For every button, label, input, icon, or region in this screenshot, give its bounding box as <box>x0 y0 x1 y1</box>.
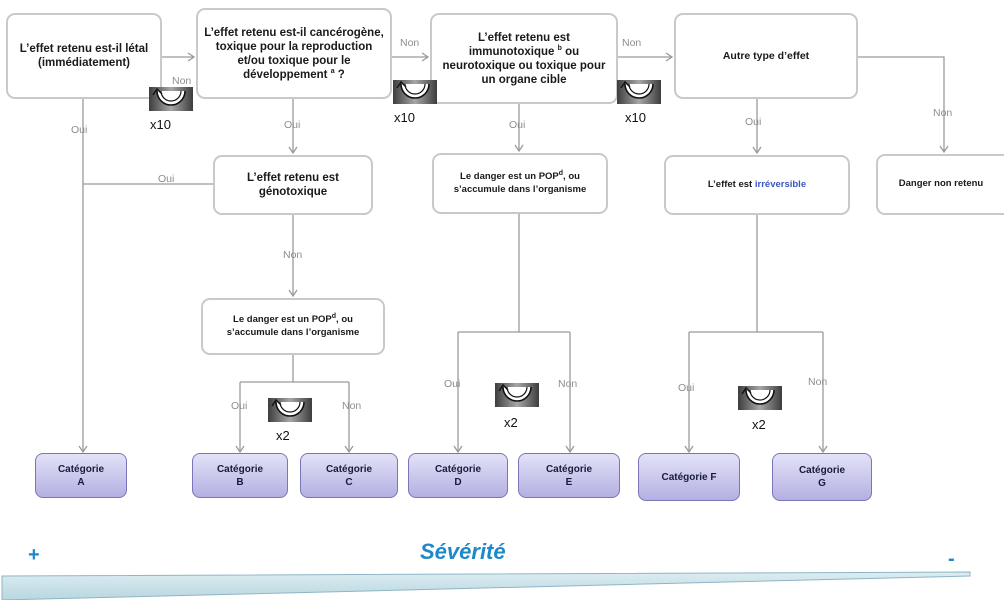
edge-label-oui-5: Oui <box>745 116 762 128</box>
category-d-letter: D <box>454 476 462 488</box>
severity-plus: + <box>28 544 40 566</box>
category-b-label: Catégorie <box>216 463 264 475</box>
category-a-letter: A <box>77 476 85 488</box>
edge-label-non-3: Non <box>622 37 642 49</box>
category-f: Catégorie F <box>638 453 740 501</box>
category-b: Catégorie B <box>192 453 288 498</box>
category-g: Catégorie G <box>772 453 872 501</box>
edge-label-oui-4: Oui <box>509 119 526 131</box>
other-effect-box: Autre type d’effet <box>674 13 858 99</box>
category-c: Catégorie C <box>300 453 398 498</box>
danger-not-retained-box: Danger non retenu <box>876 154 1004 215</box>
cycle-arrow-icon <box>617 80 661 104</box>
category-d: Catégorie D <box>408 453 508 498</box>
edge-label-oui-7: Oui <box>444 378 461 390</box>
edge-label-non-6: Non <box>342 400 362 412</box>
edge-label-oui-2: Oui <box>284 119 301 131</box>
question-cmr-box: L’effet retenu est-il cancérogène, toxiq… <box>196 8 392 99</box>
question-cmr-text: L’effet retenu est-il cancérogène, toxiq… <box>204 26 384 81</box>
category-c-label: Catégorie <box>325 463 373 475</box>
question-lethal-box: L’effet retenu est-il létal (immédiateme… <box>6 13 162 99</box>
cycle-arrow-icon <box>738 386 782 410</box>
other-effect-text: Autre type d’effet <box>722 50 810 62</box>
edge-label-oui-8: Oui <box>678 382 695 394</box>
edge-label-oui-1: Oui <box>71 124 88 136</box>
edge-label-oui-6: Oui <box>231 400 248 412</box>
question-lethal-text: L’effet retenu est-il létal (immédiateme… <box>19 43 149 69</box>
severity-minus: - <box>948 548 955 570</box>
category-f-label: Catégorie F <box>661 471 717 483</box>
question-pop-box-1: Le danger est un POPd, ou s’accumule dan… <box>201 298 385 355</box>
category-g-letter: G <box>818 478 826 489</box>
severity-wedge <box>1 571 971 600</box>
multiplier-x2-2: x2 <box>504 415 518 430</box>
edge-label-oui-3: Oui <box>158 173 175 185</box>
cycle-arrow-icon <box>149 87 193 111</box>
cycle-arrow-icon <box>495 383 539 407</box>
multiplier-x10-1: x10 <box>150 117 171 132</box>
question-immunotoxic-text: L’effet retenu est immunotoxique b ou ne… <box>442 31 606 86</box>
cycle-arrow-icon <box>393 80 437 104</box>
edge-label-non-2: Non <box>400 37 420 49</box>
severity-title: Sévérité <box>420 539 506 564</box>
multiplier-x2-1: x2 <box>276 428 290 443</box>
category-a-label: Catégorie <box>57 463 105 475</box>
multiplier-x2-3: x2 <box>752 417 766 432</box>
category-c-letter: C <box>345 476 353 488</box>
multiplier-x10-2: x10 <box>394 110 415 125</box>
question-pop-text-2: Le danger est un POPd, ou s’accumule dan… <box>453 169 587 195</box>
question-irreversible-text: L’effet est irréversible <box>707 178 807 190</box>
question-immunotoxic-box: L’effet retenu est immunotoxique b ou ne… <box>430 13 618 104</box>
category-d-label: Catégorie <box>434 463 482 475</box>
question-irreversible-box: L’effet est irréversible <box>664 155 850 215</box>
category-g-label: Catégorie <box>798 465 846 476</box>
edge-label-non-5: Non <box>283 249 303 261</box>
question-genotoxic-box: L’effet retenu est génotoxique <box>213 155 373 215</box>
cycle-arrow-icon <box>268 398 312 422</box>
category-e: Catégorie E <box>518 453 620 498</box>
edge-label-non-7: Non <box>558 378 578 390</box>
edge-label-non-4: Non <box>933 107 953 119</box>
category-a: Catégorie A <box>35 453 127 498</box>
category-e-letter: E <box>565 476 573 488</box>
danger-not-retained-text: Danger non retenu <box>898 178 984 190</box>
multiplier-x10-3: x10 <box>625 110 646 125</box>
category-e-label: Catégorie <box>545 463 593 475</box>
question-pop-text-1: Le danger est un POPd, ou s’accumule dan… <box>226 312 360 338</box>
edge-label-non-8: Non <box>808 376 828 388</box>
edge-label-non-1: Non <box>172 75 192 87</box>
category-b-letter: B <box>236 476 244 488</box>
question-pop-box-2: Le danger est un POPd, ou s’accumule dan… <box>432 153 608 214</box>
question-genotoxic-text: L’effet retenu est génotoxique <box>246 172 340 198</box>
